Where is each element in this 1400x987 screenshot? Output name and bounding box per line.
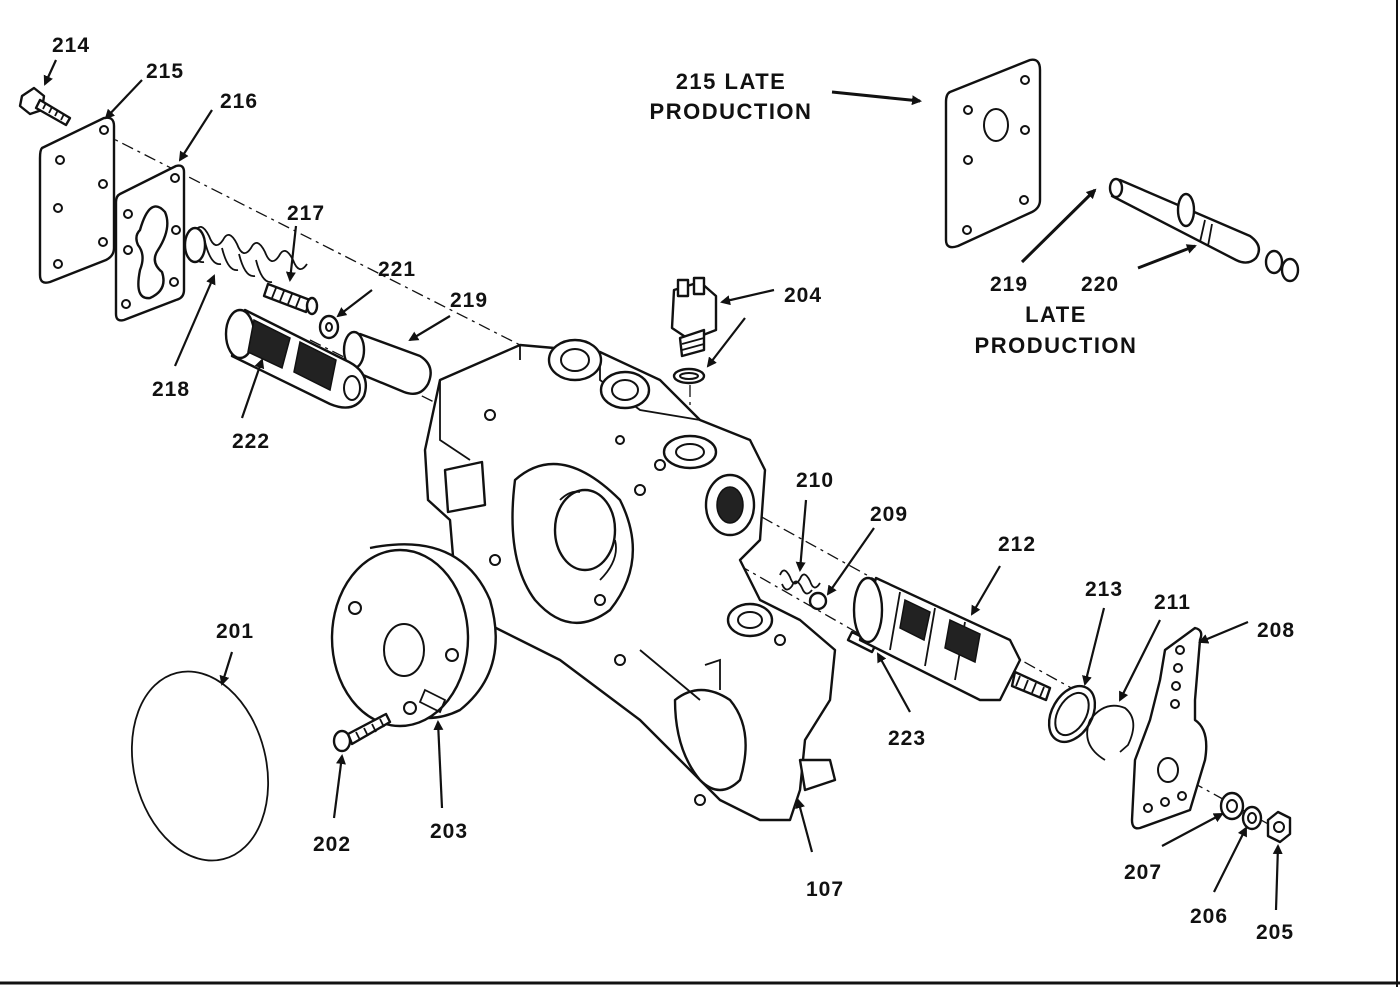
part-209-ball [808,591,828,611]
part-215-late-plate [944,58,1042,249]
part-210-spring [779,569,821,595]
part-217-pin [262,282,319,316]
callout-219: 219 [450,289,488,312]
callout-207: 207 [1124,861,1162,884]
part-211-snap-ring [1086,704,1135,761]
part-215-cover-plate [38,116,116,284]
part-201-o-ring [130,670,270,862]
part-218-spring [183,226,308,283]
part-219-220-late-plunger [1108,177,1300,283]
leader-lines [43,59,1283,911]
arrow-220-late [1137,244,1197,270]
callout-205: 205 [1256,921,1294,944]
callout-216: 216 [220,90,258,113]
callout-201: 201 [216,620,254,643]
note-219-late-line1: LATE [1025,302,1087,327]
part-214-bolt [18,86,72,127]
note-215-late-line1: 215 LATE [676,69,787,94]
part-222-filter [224,308,368,409]
part-202-screw [332,712,392,753]
callout-219-late: 219 [990,273,1028,296]
callout-107: 107 [806,878,844,901]
callout-208: 208 [1257,619,1295,642]
callout-214: 214 [52,34,90,57]
callout-213: 213 [1085,578,1123,601]
part-205-nut [1266,810,1292,844]
callout-203: 203 [430,820,468,843]
callout-210: 210 [796,469,834,492]
callout-212: 212 [998,533,1036,556]
part-203-cover [330,543,497,728]
callout-218: 218 [152,378,190,401]
callout-206: 206 [1190,905,1228,928]
part-221-washer [318,314,340,340]
arrow-219-late [1020,188,1097,264]
callout-labels: 214 215 216 217 218 221 219 222 204 210 … [52,34,1295,944]
part-219-plunger [342,330,432,395]
callout-222: 222 [232,430,270,453]
production-notes: 215 LATE PRODUCTION LATE PRODUCTION [650,69,1138,358]
part-207-washer [1219,791,1245,821]
part-216-gasket [114,164,186,322]
callout-209: 209 [870,503,908,526]
part-212-valve [852,576,1052,702]
part-204-pressure-switch [670,276,718,385]
callout-204: 204 [784,284,822,307]
callout-211: 211 [1154,591,1191,614]
callout-202: 202 [313,833,351,856]
note-215-late-line2: PRODUCTION [650,99,813,124]
part-107-housing [423,338,837,822]
part-206-lockwasher [1241,805,1263,831]
note-219-late-line2: PRODUCTION [975,333,1138,358]
callout-215: 215 [146,60,184,83]
callout-217: 217 [287,202,325,225]
callout-223: 223 [888,727,926,750]
callout-220: 220 [1081,273,1119,296]
callout-221: 221 [378,258,416,281]
part-208-bracket [1130,626,1208,830]
arrow-215-late [831,90,922,106]
